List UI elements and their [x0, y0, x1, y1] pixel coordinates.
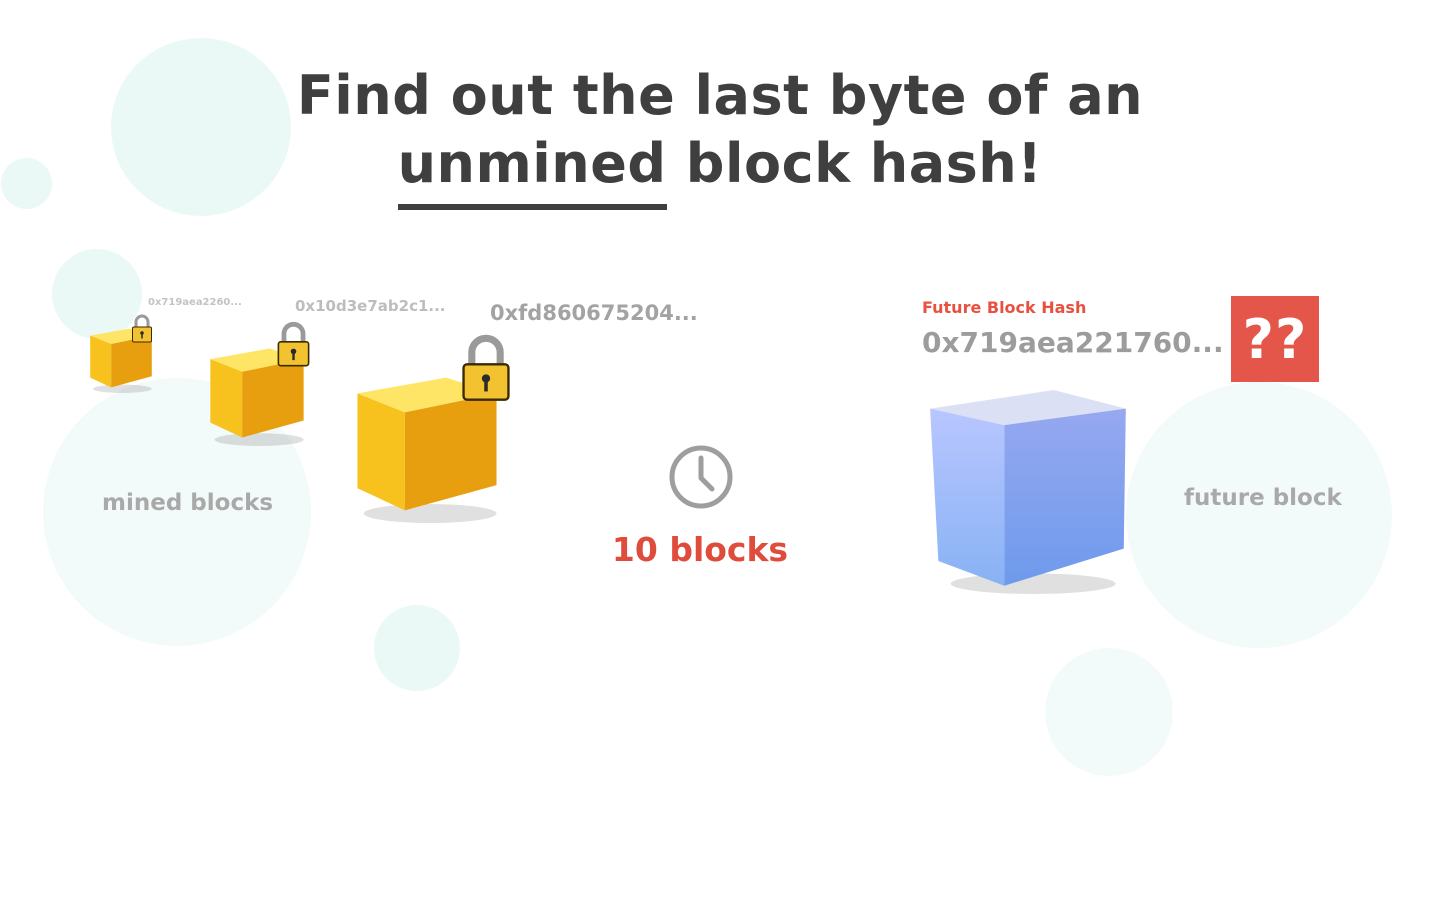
decorative-bubble [1126, 382, 1392, 648]
decorative-bubble [1045, 648, 1173, 776]
future-block-caption: future block [1184, 485, 1342, 511]
mined-block-hash-3: 0xfd860675204... [490, 301, 698, 325]
padlock-icon [462, 334, 510, 401]
block-distance-counter: 10 blocks [611, 530, 789, 569]
future-block-hash: 0x719aea221760... [922, 326, 1224, 359]
future-block-hash-label: Future Block Hash [922, 298, 1087, 317]
decorative-bubble [111, 38, 291, 216]
future-block-cube [930, 390, 1126, 594]
title-line-2: unmined block hash! [0, 130, 1440, 210]
mined-block-cube-small [90, 328, 152, 393]
decorative-bubble [374, 605, 460, 691]
title-underlined-word: unmined [397, 130, 667, 210]
title-line-2-rest: block hash! [666, 132, 1043, 195]
unknown-byte-badge: ?? [1231, 296, 1319, 382]
clock-icon [669, 445, 733, 509]
decorative-bubble [52, 249, 142, 339]
mined-block-hash-1: 0x719aea2260... [148, 297, 242, 308]
decorative-bubble [1, 158, 52, 209]
mined-block-hash-2: 0x10d3e7ab2c1... [295, 297, 446, 315]
mined-blocks-caption: mined blocks [102, 490, 274, 516]
padlock-icon [132, 314, 152, 343]
mined-block-cube-large [357, 377, 497, 523]
title-line-1: Find out the last byte of an [296, 64, 1144, 127]
padlock-icon [277, 321, 310, 367]
page-title: Find out the last byte of an unmined blo… [0, 62, 1440, 210]
